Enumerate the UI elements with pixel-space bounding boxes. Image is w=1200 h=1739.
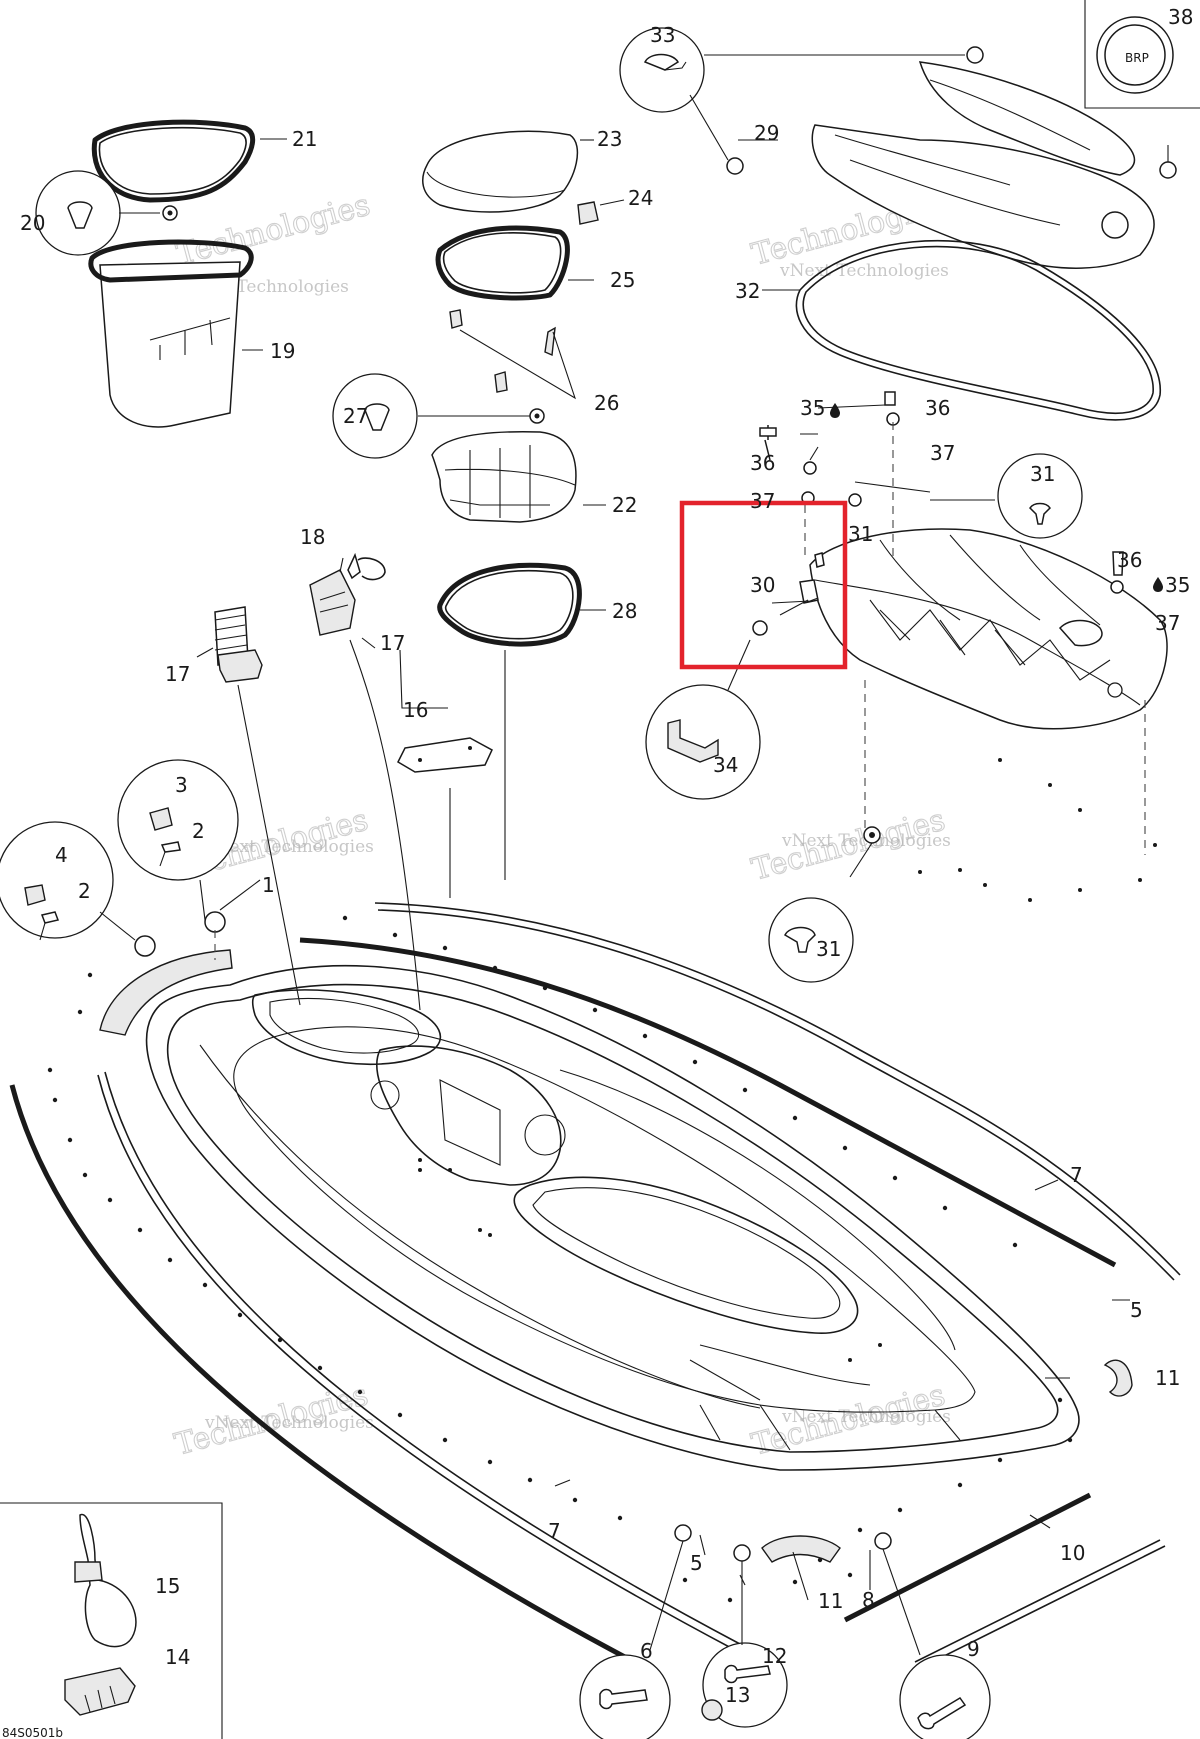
callout-9: 9: [967, 1637, 980, 1661]
bottom-hardware: [0, 1502, 991, 1739]
rub-strips: [9, 902, 1181, 1669]
callout-20: 20: [20, 211, 45, 235]
callout-17b: 17: [380, 631, 405, 655]
fastener-callouts-left: [0, 759, 261, 960]
callout-10: 10: [1060, 1541, 1085, 1565]
callout-8: 8: [862, 1588, 875, 1612]
callout-21: 21: [292, 127, 317, 151]
callout-37b: 37: [750, 489, 775, 513]
callout-27: 27: [343, 404, 368, 428]
watermark-group: Technologies vNext Technologies Technolo…: [170, 187, 951, 1463]
gasket-21: [91, 119, 256, 203]
callout-35a: 35: [800, 396, 825, 420]
callout-30: 30: [750, 573, 775, 597]
callout-12: 12: [762, 1644, 787, 1668]
callout-15: 15: [155, 1574, 180, 1598]
callout-19: 19: [270, 339, 295, 363]
hood-assembly: BRP: [619, 0, 1200, 983]
callout-17a: 17: [165, 662, 190, 686]
callout-7b: 7: [548, 1519, 561, 1543]
callout-38: 38: [1168, 5, 1193, 29]
vent-parts: [214, 552, 506, 1011]
callout-3: 3: [175, 773, 188, 797]
deck-assembly: [145, 964, 1080, 1471]
callout-labels: 21 20 19 23 24 25 26 27 22 28 18 17 17 1…: [2, 5, 1193, 1739]
callout-36c: 36: [1117, 548, 1142, 572]
highlight-box-part-30: [679, 500, 848, 670]
callout-2a: 2: [192, 819, 205, 843]
callout-29: 29: [754, 121, 779, 145]
drawing-code: 84S0501b: [2, 1726, 63, 1739]
callout-37c: 37: [1155, 611, 1180, 635]
watermark-back: Technologies: [173, 188, 374, 273]
callout-34: 34: [713, 753, 738, 777]
callout-35b: 35: [1165, 573, 1190, 597]
callout-33: 33: [650, 23, 675, 47]
callout-11a: 11: [1155, 1366, 1180, 1390]
callout-26: 26: [594, 391, 619, 415]
callout-31a: 31: [1030, 462, 1055, 486]
watermark-front: vNext Technologies: [779, 261, 949, 281]
callout-6: 6: [640, 1639, 653, 1663]
callout-5b: 5: [690, 1551, 703, 1575]
callout-4: 4: [55, 843, 68, 867]
callout-5a: 5: [1130, 1298, 1143, 1322]
watermark-front: vNext Technologies: [781, 1407, 951, 1427]
glovebox-parts: [332, 130, 599, 647]
hardware-dots: [47, 915, 1073, 1603]
callout-13: 13: [725, 1683, 750, 1707]
callout-36b: 36: [750, 451, 775, 475]
callout-leaders: [119, 138, 1130, 1529]
storage-bin-19: [88, 239, 254, 428]
brp-logo-text: BRP: [1125, 51, 1149, 65]
callout-16: 16: [403, 698, 428, 722]
callout-14: 14: [165, 1645, 190, 1669]
watermark-front: vNext Technologies: [204, 837, 374, 857]
callout-18: 18: [300, 525, 325, 549]
callout-36a: 36: [925, 396, 950, 420]
clip-20: [35, 170, 178, 256]
callout-22: 22: [612, 493, 637, 517]
callout-28: 28: [612, 599, 637, 623]
callout-7a: 7: [1070, 1163, 1083, 1187]
callout-37a: 37: [930, 441, 955, 465]
callout-24: 24: [628, 186, 653, 210]
callout-32: 32: [735, 279, 760, 303]
callout-25: 25: [610, 268, 635, 292]
callout-2b: 2: [78, 879, 91, 903]
callout-31b: 31: [848, 522, 873, 546]
callout-1: 1: [262, 873, 275, 897]
callout-11b: 11: [818, 1589, 843, 1613]
watermark-front: vNext Technologies: [204, 1413, 374, 1433]
callout-23: 23: [597, 127, 622, 151]
callout-31c: 31: [816, 937, 841, 961]
